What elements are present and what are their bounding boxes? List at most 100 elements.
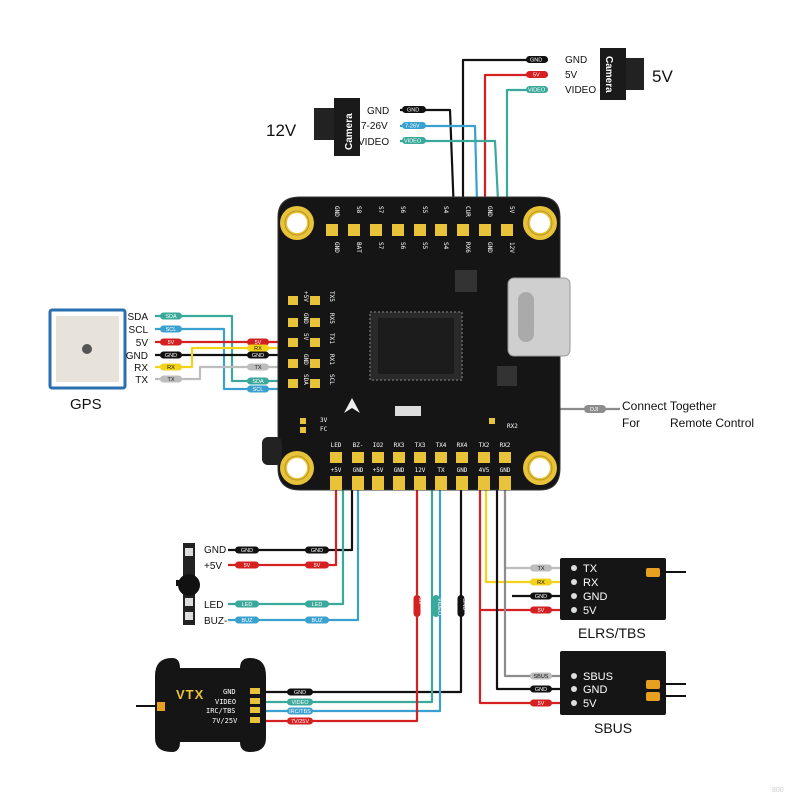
gps-wire-tag-text: TX xyxy=(167,377,174,383)
camera-5v-tag-gnd: GND xyxy=(530,58,542,64)
vtx-wire-tag: IRC/TBS xyxy=(287,707,313,715)
camera-5v-pin-5v: 5V xyxy=(565,70,578,81)
gps-board-tag: SDA xyxy=(247,377,269,385)
sbus-wire-tag-text: 5V xyxy=(538,701,545,707)
top-pin-label: S7 xyxy=(377,206,384,214)
bottom-pad-upper xyxy=(393,452,405,463)
left-pad xyxy=(310,379,320,388)
top-pin-lower-label: S5 xyxy=(421,242,428,250)
left-pad xyxy=(310,318,320,327)
camera-5v-pin-gnd: GND xyxy=(565,55,587,66)
vtx-pin-pwr: 7V/25V xyxy=(212,717,238,725)
vtx-wire-tag: GND xyxy=(287,688,313,696)
wire-led-led xyxy=(228,485,345,606)
camera-5v-tags: GND 5V VIDEO xyxy=(526,56,548,94)
vtx-title: VTX xyxy=(176,687,204,702)
gps-board-tag-text: SDA xyxy=(252,379,264,385)
elrs-wire-tag: 5V xyxy=(530,606,552,614)
top-pin-label: GND xyxy=(333,206,340,217)
left-pad-label: SDA xyxy=(302,374,309,385)
led-pin-led: LED xyxy=(204,600,223,611)
vtx-vertical-tag-text: VIDEO xyxy=(436,598,442,616)
top-pin-label: S5 xyxy=(421,206,428,214)
bottom-pin-lower-label: +5V xyxy=(331,467,342,474)
top-pin-lower-label: GND xyxy=(486,242,493,253)
top-pin-lower-label: S6 xyxy=(399,242,406,250)
bottom-pin-label: TX4 xyxy=(436,442,447,449)
gps-wire-tag: TX xyxy=(160,375,182,383)
gps-wire-tag: GND xyxy=(160,351,182,359)
bottom-pad xyxy=(435,476,447,490)
wire-led-buz xyxy=(228,485,360,622)
left-pin-label: TX5 xyxy=(328,291,335,302)
top-pad xyxy=(457,224,469,236)
left-pad-label: 5V xyxy=(302,333,309,341)
bottom-pin-label: RX3 xyxy=(394,442,405,449)
bottom-pad xyxy=(456,476,468,490)
led-tag-right-text: LED xyxy=(312,602,323,608)
camera-5v-pin-video: VIDEO xyxy=(565,85,596,96)
elrs-wire-tag-text: TX xyxy=(537,566,544,572)
camera-5v-body-label: Camera xyxy=(603,56,614,93)
vtx-pin-gnd: GND xyxy=(223,688,236,696)
camera-12v-pin-power: 7-26V xyxy=(361,121,388,132)
led-tag-right: BUZ xyxy=(305,616,329,624)
gps-pin-label: TX xyxy=(135,375,148,386)
elrs-wire-tag-text: RX xyxy=(537,580,545,586)
left-pad xyxy=(310,338,320,347)
flight-controller-board xyxy=(262,196,571,491)
gps-wire-tag-text: 5V xyxy=(168,340,175,346)
bottom-pad xyxy=(372,476,384,490)
left-pad xyxy=(288,359,298,368)
wire-cam5v-gnd xyxy=(461,58,548,240)
gps-board-tag: SCL xyxy=(247,385,269,393)
sbus-wire-tag-text: SBUS xyxy=(534,674,549,680)
top-pin-label: S6 xyxy=(399,206,406,214)
vtx-wire-tag-text: IRC/TBS xyxy=(289,709,311,715)
bottom-pin-lower-label: GND xyxy=(394,467,405,474)
elrs-wire-tag-text: GND xyxy=(535,594,547,600)
sbus-wire-tags: SBUS GND 5V xyxy=(530,672,552,707)
left-pad xyxy=(310,359,320,368)
small-pin-3v: 3V xyxy=(320,417,328,424)
led-pin-gnd: GND xyxy=(204,545,226,556)
gps-wire-tag-text: RX xyxy=(167,365,175,371)
bottom-pad xyxy=(393,476,405,490)
bottom-pad-upper xyxy=(372,452,384,463)
gps-board-tag: TX xyxy=(247,363,269,371)
bottom-pad-upper xyxy=(414,452,426,463)
top-pad xyxy=(479,224,491,236)
wire-vtx-gnd xyxy=(262,485,463,694)
camera-12v-pin-gnd: GND xyxy=(367,106,389,117)
wire-led-gnd xyxy=(228,485,354,552)
vtx-pin-irc: IRC/TBS xyxy=(206,707,236,715)
top-pin-lower-label: 12V xyxy=(508,242,515,253)
wire-sbus-gnd xyxy=(495,485,560,691)
bottom-pad-upper xyxy=(499,452,511,463)
led-tag-right: LED xyxy=(305,600,329,608)
gps-label: GPS xyxy=(70,396,102,413)
led-tag-left-text: GND xyxy=(241,548,253,554)
led-tag-right-text: BUZ xyxy=(312,618,324,624)
top-pad xyxy=(392,224,404,236)
led-tag-right: 5V xyxy=(305,561,329,569)
usb-c-port[interactable] xyxy=(507,277,571,357)
top-pin-label: S4 xyxy=(442,206,449,214)
vtx-vertical-tag-text: 5V xyxy=(417,598,423,605)
wire-vtx-video xyxy=(262,485,434,704)
left-pad xyxy=(310,296,320,305)
vtx-wire-tag-text: GND xyxy=(294,690,306,696)
sbus-pin-5v: 5V xyxy=(583,698,597,710)
sbus-wire-tag-text: GND xyxy=(535,687,547,693)
dji-note: DJI Connect Together For Remote Control xyxy=(584,399,754,430)
top-pin-lower-label: BAT xyxy=(355,242,362,253)
bottom-pin-label: LED xyxy=(331,442,342,449)
vtx-vertical-tag: 5V xyxy=(413,595,423,617)
vtx-wire-tag: 7V/25V xyxy=(287,717,313,725)
bottom-pad-upper xyxy=(352,452,364,463)
gps-board-tag-text: RX xyxy=(254,346,262,352)
gps-pin-label: SCL xyxy=(129,325,149,336)
vtx-vertical-tag: VIDEO xyxy=(432,595,442,617)
